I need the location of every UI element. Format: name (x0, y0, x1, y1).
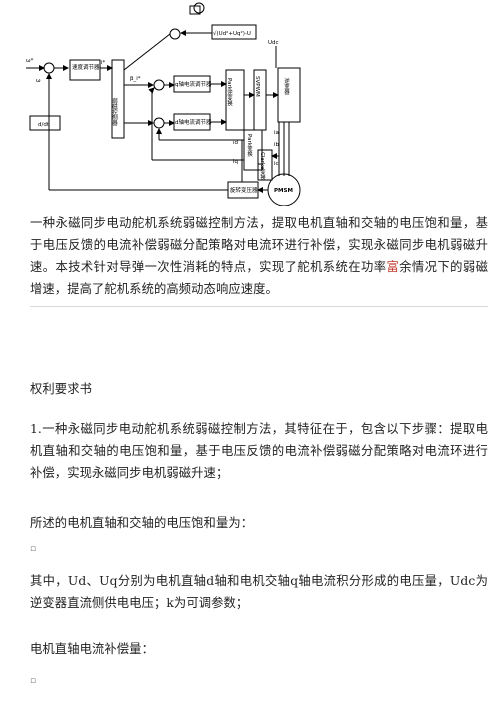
label-pmsm: PMSM (274, 188, 293, 194)
voltage-limit-box (211, 24, 257, 40)
label-park: Park变换 (246, 134, 253, 158)
section-divider (30, 306, 488, 307)
claim-1: 1.一种永磁同步电动舵机系统弱磁控制方法，其特征在于，包含以下步骤：提取电机直轴… (30, 422, 488, 480)
abstract-paragraph: 一种永磁同步电动舵机系统弱磁控制方法，提取电机直轴和交轴的电压饱和量，基于电压反… (30, 212, 488, 300)
label-ib: ib (274, 142, 280, 148)
control-block-diagram: ω* ω 速度调节器 i* 弱磁控制器 β_i* √(Ud²+Uq²)-U Ud… (22, 0, 312, 207)
formula-placeholder-2: ▫ (30, 676, 37, 686)
label-resolver: 旋转变压器 (230, 186, 258, 194)
label-q-current-controller: q轴电流调节器 (175, 80, 212, 88)
flux-weakening-box (111, 59, 125, 139)
label-id: id (233, 140, 238, 146)
label-inverse-park: Park逆变换 (226, 78, 233, 108)
label-iq: iq (233, 159, 238, 165)
label-udc: Udc (268, 40, 279, 46)
abstract-text-before: 一种永磁同步电动舵机系统弱磁控制方法，提取电机直轴和交轴的电压饱和量，基于电压反… (30, 216, 488, 274)
label-speed-controller: 速度调节器 (72, 63, 100, 71)
d-dt-box (29, 115, 61, 131)
label-omega-ref: ω* (26, 58, 34, 64)
label-flux-weakening: 弱磁控制器 (111, 98, 118, 127)
voltage-saturation-intro: 所述的电机直轴和交轴的电压饱和量为： (30, 516, 254, 530)
label-svpwm: SVPWM (254, 76, 260, 97)
label-id-ref: β_i* (130, 76, 141, 82)
label-voltage-limit: √(Ud²+Uq²)-U (213, 30, 251, 37)
voltage-summing-junction (169, 28, 181, 40)
formula-placeholder-1: ▫ (30, 544, 37, 554)
variable-definitions: 其中，Ud、Uq分别为电机直轴d轴和电机交轴q轴电流积分形成的电压量，Udc为逆… (30, 574, 488, 610)
udc-junction (193, 2, 205, 14)
speed-controller-box (69, 59, 101, 81)
block-diagram-svg: ω* ω 速度调节器 i* 弱磁控制器 β_i* √(Ud²+Uq²)-U Ud… (26, 2, 301, 207)
clarke-box (257, 149, 273, 181)
current-compensation-intro: 电机直轴电流补偿量： (30, 642, 154, 656)
abstract-text-after: 余情况下的弱磁增速，提高了舵机系统的高频动态响应速度。 (30, 260, 488, 296)
label-clarke: Clarke变换 (259, 152, 266, 182)
label-ia: ia (274, 130, 279, 136)
abstract-highlight: 富 (386, 260, 400, 274)
speed-summing-junction (43, 62, 55, 74)
inverter-box (277, 67, 301, 123)
iq-summing-junction (153, 79, 165, 91)
label-d-dt: d/dt (38, 122, 50, 128)
id-summing-junction (153, 117, 165, 129)
label-d-current-controller: d轴电流调节器 (175, 118, 212, 126)
label-omega: ω (36, 78, 41, 84)
inverse-park-box (225, 69, 245, 131)
claims-heading: 权利要求书 (30, 382, 92, 396)
label-inverter: 逆变器 (283, 77, 290, 96)
label-ic: ic (274, 161, 279, 167)
label-iq-ref: i* (101, 60, 106, 66)
